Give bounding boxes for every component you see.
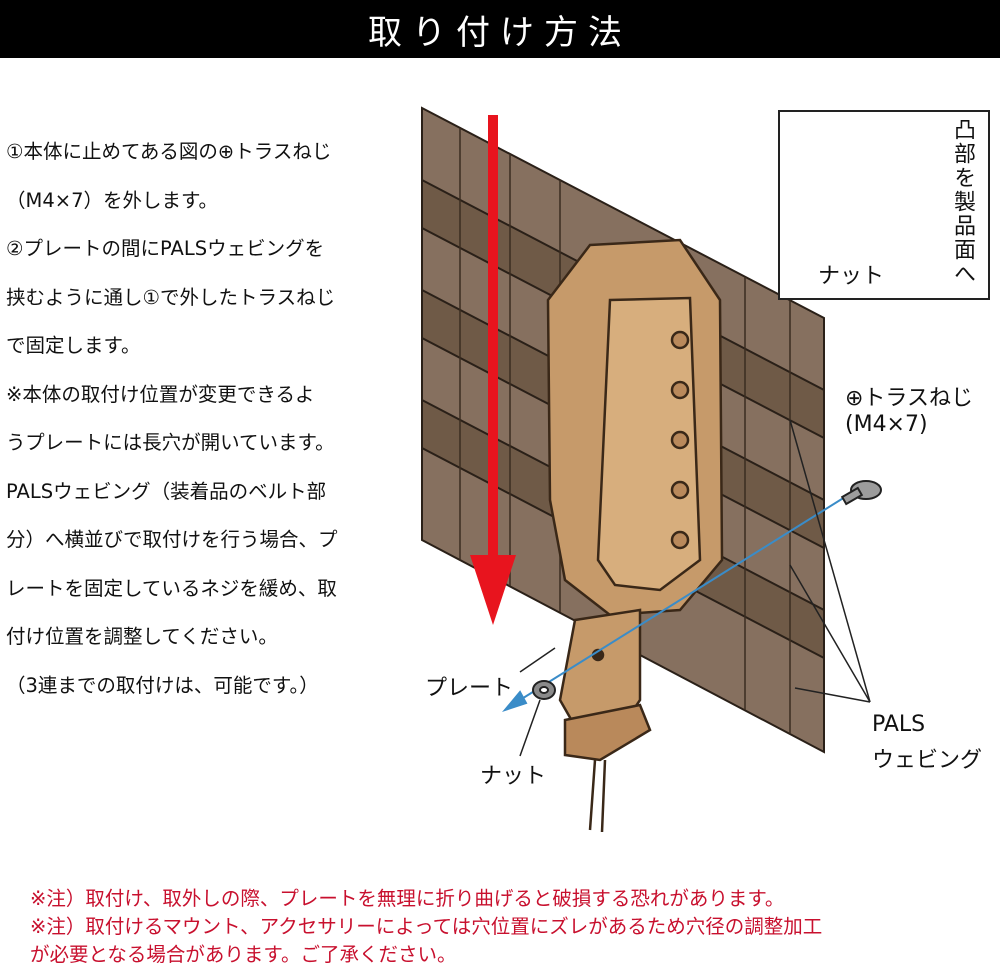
nut-orientation-inset: [778, 110, 990, 300]
page-header: 取り付け方法: [0, 0, 1000, 58]
instruction-line: 付け位置を調整してください。: [6, 625, 278, 648]
instruction-line: PALSウェビング（装着品のベルト部: [6, 479, 327, 503]
caution-note: ※注）取付け、取外しの際、プレートを無理に折り曲げると破損する恐れがあります。: [30, 887, 785, 910]
screw-size-label: (M4×7): [845, 412, 928, 437]
instruction-line: ①本体に止めてある図の⊕トラスねじ: [6, 140, 332, 163]
caution-note: ※注）取付けるマウント、アクセサリーによっては穴位置にズレがあるため穴径の調整加…: [30, 915, 823, 938]
insertion-arrow-icon: [470, 115, 516, 625]
pals-label-line1: PALS: [872, 712, 926, 737]
instruction-line: ※本体の取付け位置が変更できるよ: [6, 382, 315, 406]
nut-small-icon: [532, 680, 556, 700]
instruction-line: （3連までの取付けは、可能です。）: [6, 673, 319, 697]
instruction-line: 分）へ横並びで取付けを行う場合、プ: [6, 528, 338, 551]
caution-notes: ※注）取付け、取外しの際、プレートを無理に折り曲げると破損する恐れがあります。 …: [30, 885, 990, 969]
screw-label: ⊕トラスねじ: [845, 386, 973, 411]
instruction-line: （M4×7）を外します。: [6, 188, 219, 212]
inset-nut-label: ナット: [818, 264, 885, 289]
plate-label: プレート: [425, 676, 514, 701]
nut-label: ナット: [480, 764, 547, 789]
assembly-axis-icon: [501, 496, 846, 713]
truss-screw-icon: [840, 480, 882, 506]
page-title: 取り付け方法: [368, 12, 632, 53]
instructions-block: ①本体に止めてある図の⊕トラスねじ （M4×7）を外します。 ②プレートの間にP…: [6, 140, 406, 722]
caution-note: が必要となる場合があります。ご了承ください。: [30, 943, 457, 966]
holster-body: [546, 238, 724, 833]
instruction-line: うプレートには長穴が開いています。: [6, 431, 335, 454]
pals-label-line2: ウェビング: [872, 748, 983, 773]
instruction-line: レートを固定しているネジを緩め、取: [6, 576, 337, 600]
instruction-line: で固定します。: [6, 334, 141, 357]
instruction-line: ②プレートの間にPALSウェビングを: [6, 237, 325, 260]
inset-side-text: 凸部を製品面へ: [950, 118, 975, 286]
instruction-line: 挟むように通し①で外したトラスねじ: [6, 285, 336, 309]
callout-lines: [519, 419, 871, 757]
